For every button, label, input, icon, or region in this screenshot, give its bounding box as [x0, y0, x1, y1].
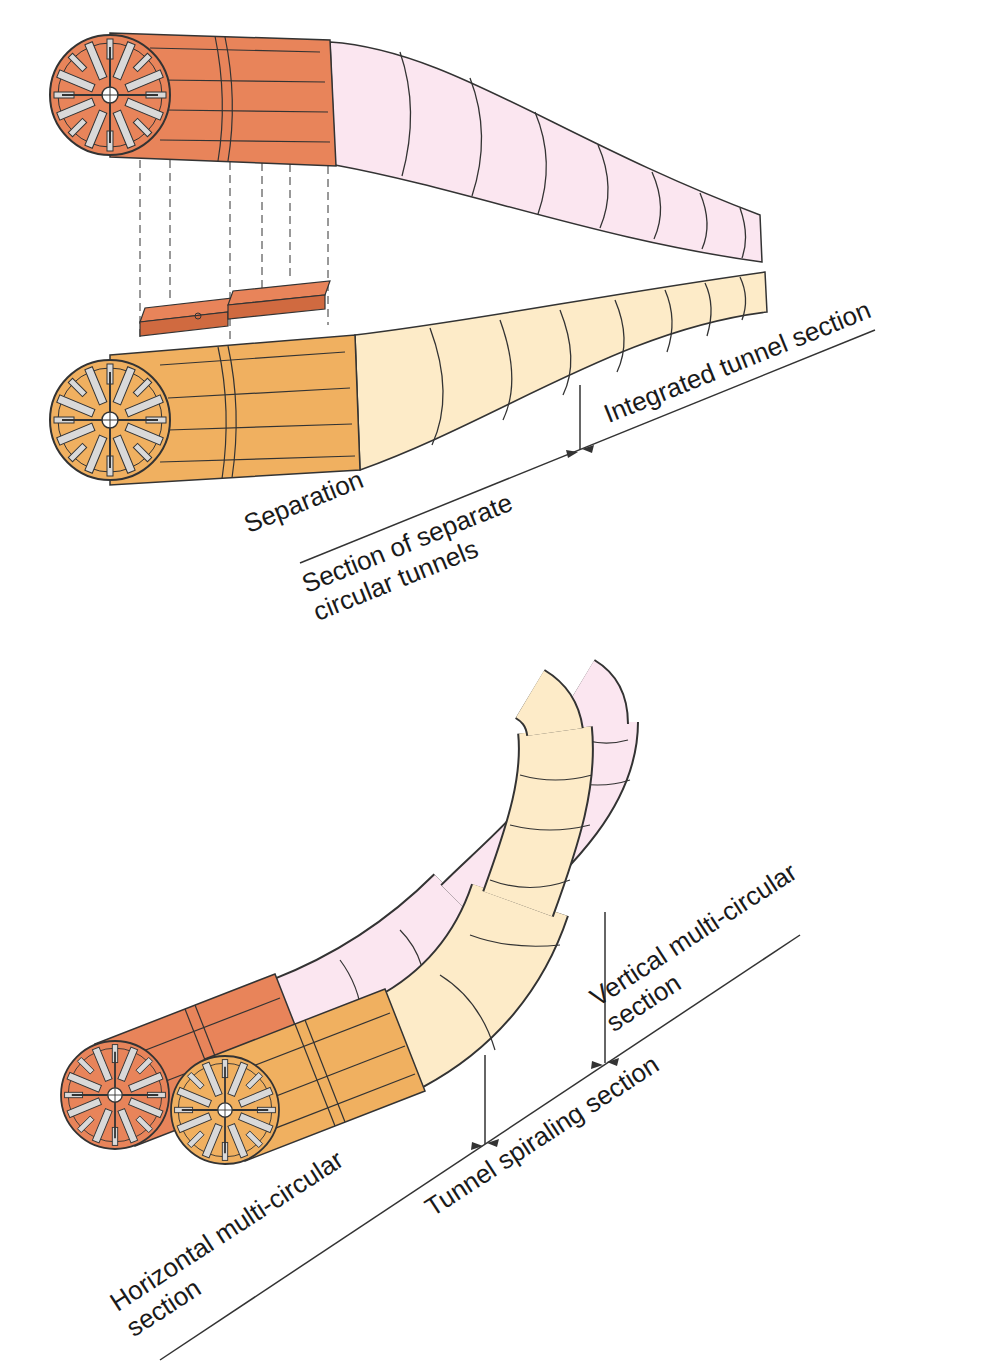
- section-label: Horizontal multi-circular section: [105, 1141, 372, 1344]
- section-label: Vertical multi-circular section: [585, 836, 852, 1039]
- section-label: Integrated tunnel section: [600, 295, 875, 429]
- section-label: Tunnel spiraling section: [420, 1050, 665, 1223]
- section-label: Separation: [240, 465, 368, 540]
